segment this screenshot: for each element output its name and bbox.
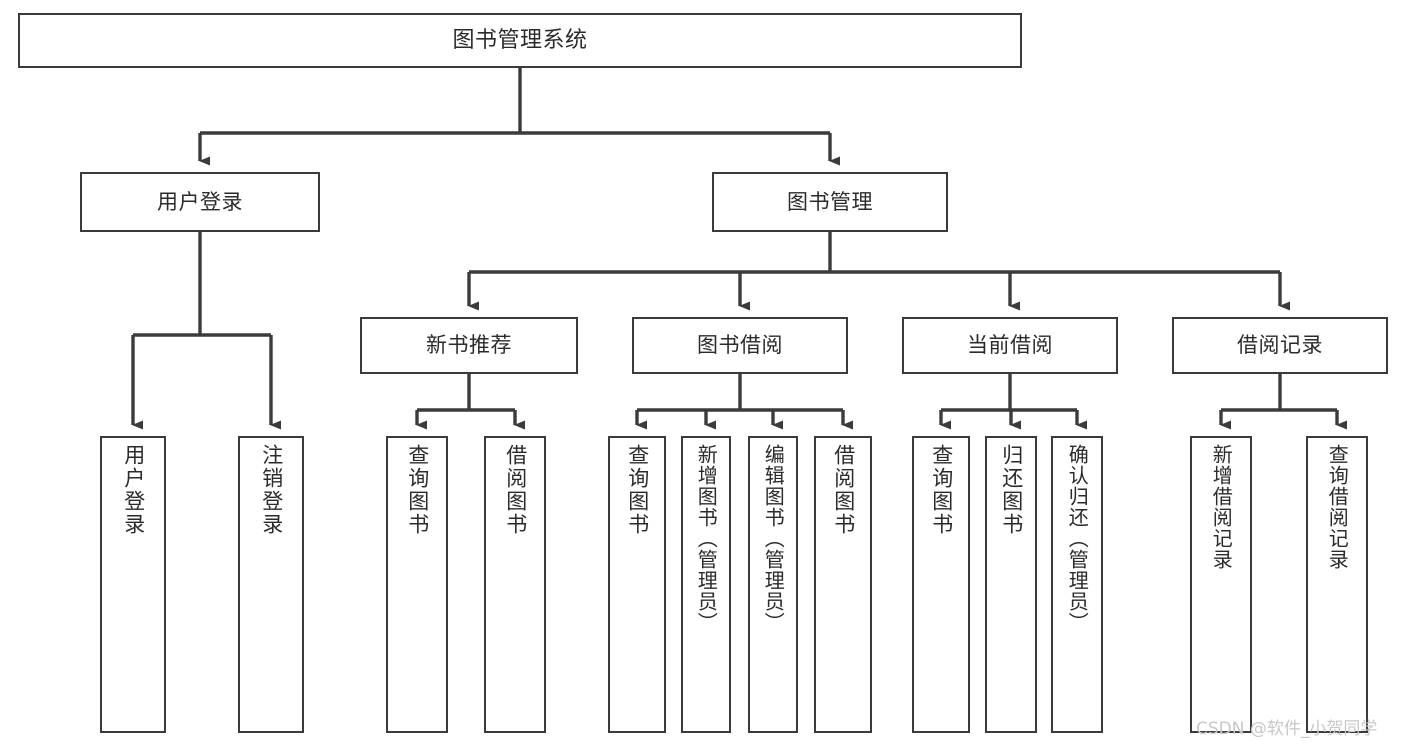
node-label: 查询图书	[405, 444, 430, 536]
node-label: 归还图书	[999, 444, 1024, 536]
csdn-watermark: CSDN @软件_小贺同学	[1196, 719, 1378, 739]
node-label: 用户登录	[121, 444, 146, 536]
leaf-confirm-return-admin[interactable]: 确认归还（管理员）	[1051, 436, 1103, 733]
node-label: 借阅图书	[831, 444, 856, 536]
node-label: 新书推荐	[426, 333, 512, 358]
leaf-add-borrow-record[interactable]: 新增借阅记录	[1190, 436, 1252, 733]
node-label: 图书借阅	[697, 333, 783, 358]
node-new-book-recommend[interactable]: 新书推荐	[360, 317, 578, 374]
node-book-borrow[interactable]: 图书借阅	[632, 317, 848, 374]
leaf-user-login[interactable]: 用户登录	[100, 436, 166, 733]
node-root-system[interactable]: 图书管理系统	[18, 13, 1022, 68]
node-label: 借阅图书	[503, 444, 528, 536]
node-label: 注销登录	[259, 444, 284, 536]
leaf-query-borrow-record[interactable]: 查询借阅记录	[1306, 436, 1368, 733]
leaf-add-book-admin[interactable]: 新增图书（管理员）	[681, 436, 731, 733]
node-user-login[interactable]: 用户登录	[80, 172, 320, 232]
node-label: 查询图书	[929, 444, 954, 536]
node-label: 编辑图书（管理员）	[761, 444, 786, 633]
node-label: 新增借阅记录	[1209, 444, 1234, 570]
leaf-return-books[interactable]: 归还图书	[985, 436, 1037, 733]
leaf-logout[interactable]: 注销登录	[238, 436, 304, 733]
node-label: 图书管理系统	[452, 27, 588, 53]
leaf-query-books-recommend[interactable]: 查询图书	[386, 436, 448, 733]
node-label: 新增图书（管理员）	[694, 444, 719, 633]
node-current-borrow[interactable]: 当前借阅	[902, 317, 1118, 374]
node-label: 图书管理	[787, 189, 873, 214]
leaf-edit-book-admin[interactable]: 编辑图书（管理员）	[748, 436, 798, 733]
leaf-query-books-borrow[interactable]: 查询图书	[608, 436, 666, 733]
node-label: 当前借阅	[967, 333, 1053, 358]
node-label: 用户登录	[157, 189, 243, 214]
leaf-borrow-books-recommend[interactable]: 借阅图书	[484, 436, 546, 733]
leaf-borrow-books[interactable]: 借阅图书	[814, 436, 872, 733]
node-borrow-records[interactable]: 借阅记录	[1172, 317, 1388, 374]
node-label: 查询图书	[625, 444, 650, 536]
node-label: 查询借阅记录	[1325, 444, 1350, 570]
node-book-management[interactable]: 图书管理	[712, 172, 948, 232]
node-label: 确认归还（管理员）	[1065, 444, 1090, 633]
leaf-query-books-current[interactable]: 查询图书	[912, 436, 970, 733]
node-label: 借阅记录	[1237, 333, 1323, 358]
